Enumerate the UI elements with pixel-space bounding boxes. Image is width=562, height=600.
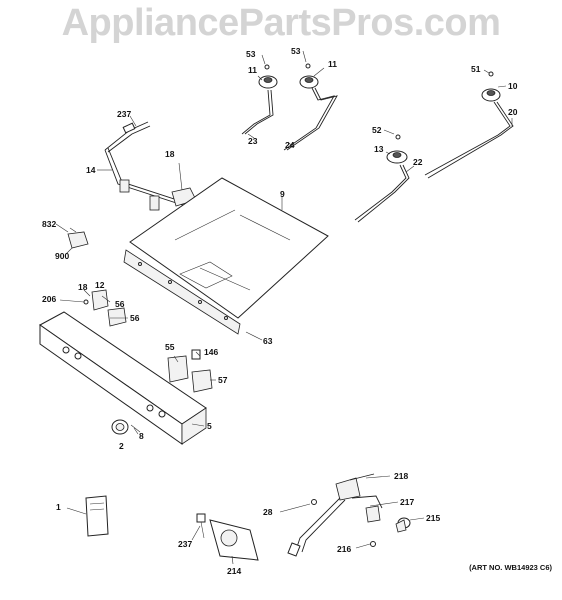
callout-10: 10 [508, 81, 518, 91]
callout-63: 63 [263, 336, 273, 346]
gas-tube-22 [354, 164, 407, 221]
callout-56-upper: 56 [115, 299, 125, 309]
callout-18-mid: 18 [78, 282, 88, 292]
valve-bracket-55-57 [167, 349, 213, 393]
watermark: AppliancePartsPros.com [61, 2, 501, 44]
callout-14: 14 [86, 165, 96, 175]
switch-bracket-12-56 [83, 289, 127, 327]
callout-216: 216 [337, 544, 352, 554]
callout-23: 23 [248, 136, 258, 146]
callout-55: 55 [165, 342, 175, 352]
cooktop-panel-9 [129, 177, 329, 319]
gas-manifold-14 [104, 121, 219, 237]
callout-832: 832 [42, 219, 57, 229]
gas-tube-20 [424, 101, 511, 176]
callout-24: 24 [285, 140, 295, 150]
spring-8 [130, 424, 141, 433]
callout-5: 5 [207, 421, 212, 431]
burner-support-63 [123, 249, 241, 335]
callout-20: 20 [508, 107, 518, 117]
callout-56-lower: 56 [130, 313, 140, 323]
callout-237-top: 237 [117, 109, 132, 119]
literature-kit-1 [85, 495, 109, 537]
bracket-900 [67, 227, 89, 249]
callout-217: 217 [400, 497, 415, 507]
clip-28 [311, 499, 317, 505]
callout-53-left: 53 [246, 49, 256, 59]
burner-valve-10 [481, 71, 501, 102]
wire-harness-218 [287, 473, 383, 557]
gas-tube-23 [241, 89, 271, 135]
callout-11-right: 11 [328, 59, 337, 69]
callout-206: 206 [42, 294, 57, 304]
callout-2: 2 [119, 441, 124, 451]
callout-9: 9 [280, 189, 285, 199]
callout-22: 22 [413, 157, 423, 167]
callout-52: 52 [372, 125, 382, 135]
callout-900: 900 [55, 251, 70, 261]
ignition-module-214 [196, 513, 259, 561]
control-knob-2 [111, 419, 129, 435]
callout-214: 214 [227, 566, 242, 576]
callout-18-top: 18 [165, 149, 175, 159]
control-panel-5 [39, 311, 207, 445]
burner-valve-11-left [258, 64, 278, 89]
screw-216 [370, 541, 376, 547]
callout-218: 218 [394, 471, 409, 481]
leader-lines [55, 50, 513, 565]
callout-215: 215 [426, 513, 441, 523]
callout-12: 12 [95, 280, 105, 290]
callout-8: 8 [139, 431, 144, 441]
callout-51: 51 [471, 64, 481, 74]
gas-tube-24 [283, 87, 335, 151]
callout-237-bottom: 237 [178, 539, 193, 549]
callout-1: 1 [56, 502, 61, 512]
burner-valve-11-right [299, 63, 319, 89]
callout-28: 28 [263, 507, 273, 517]
callout-53-right: 53 [291, 46, 301, 56]
art-number: (ART NO. WB14923 C6) [469, 563, 552, 572]
callout-57: 57 [218, 375, 228, 385]
callout-146: 146 [204, 347, 219, 357]
callout-11-left: 11 [248, 65, 257, 75]
callout-13: 13 [374, 144, 384, 154]
burner-valve-13 [386, 134, 408, 164]
electrode-215 [395, 517, 411, 533]
